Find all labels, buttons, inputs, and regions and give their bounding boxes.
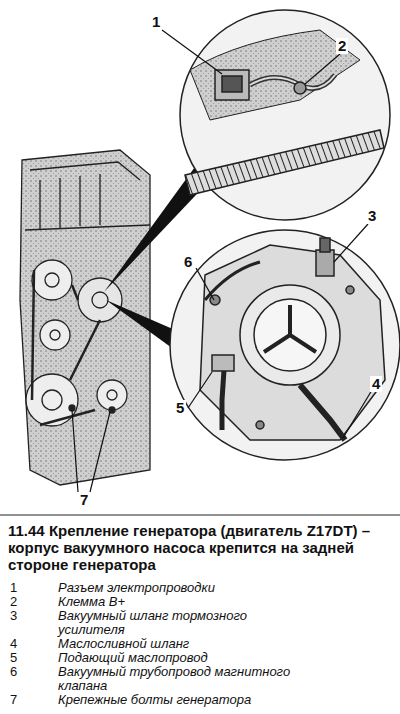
legend-text: Вакуумный трубопровод магнитного клапана: [58, 665, 308, 693]
legend-text: Подающий маслопровод: [58, 651, 308, 665]
lower-detail: [170, 230, 400, 460]
callout-number: 7: [78, 492, 90, 508]
callout-number: 4: [370, 376, 382, 392]
callout-number: 2: [336, 38, 348, 54]
legend-text: Крепежные болты генератора: [58, 693, 308, 707]
legend-text: Разъем электропроводки: [58, 581, 308, 595]
callout-number: 6: [182, 254, 194, 270]
legend-number: 6: [10, 665, 17, 679]
legend-text: Вакуумный шланг тормозного усилителя: [58, 609, 308, 637]
legend-number: 1: [10, 581, 17, 595]
upper-detail: [180, 10, 390, 220]
legend-text: Клемма B+: [58, 595, 308, 609]
rule: [0, 515, 400, 516]
legend-number: 2: [10, 595, 17, 609]
legend-number: 5: [10, 651, 17, 665]
legend-number: 3: [10, 609, 17, 623]
legend-text: Маслосливной шланг: [58, 637, 308, 651]
callout-number: 5: [174, 400, 186, 416]
legend-number: 7: [10, 693, 17, 707]
legend-number: 4: [10, 637, 17, 651]
callout-number: 1: [150, 14, 162, 30]
callout-number: 3: [366, 208, 378, 224]
leader-lines: [72, 30, 372, 492]
figure-caption: 11.44 Крепление генератора (двигатель Z1…: [8, 522, 392, 573]
